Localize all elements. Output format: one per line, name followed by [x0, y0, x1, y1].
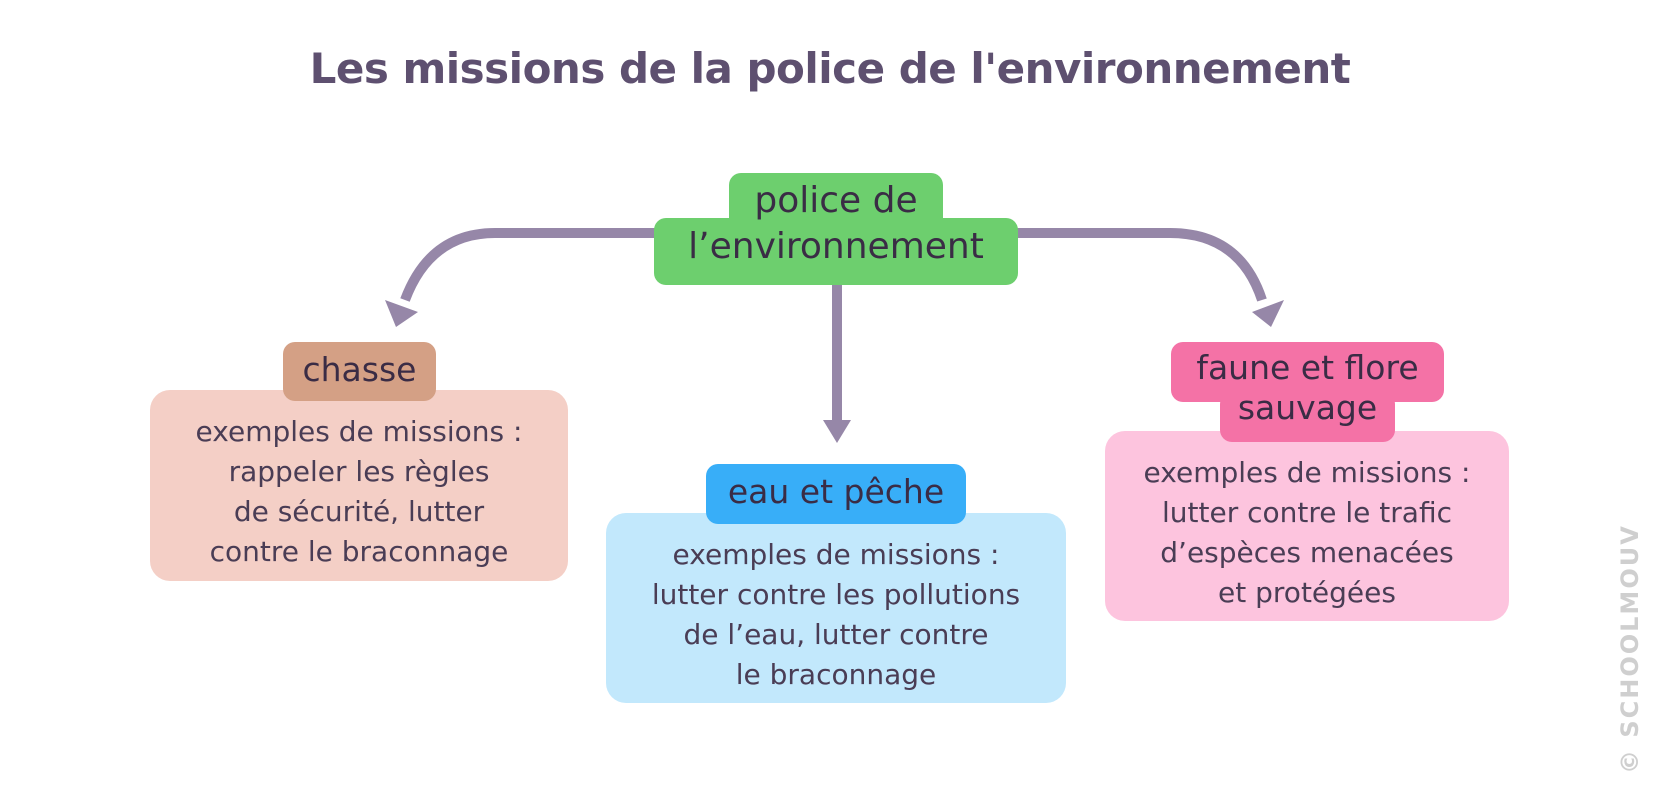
branch-faune-line: exemples de missions : [1143, 456, 1471, 489]
arrowhead-down-icon [823, 420, 851, 443]
branch-eau-line: le braconnage [735, 658, 937, 691]
branch-tag-faune-line1: faune et flore [1196, 348, 1419, 387]
arrowhead-right-icon [1252, 300, 1284, 327]
diagram-title: Les missions de la police de l'environne… [309, 44, 1351, 93]
branch-chasse-line: rappeler les règles [228, 455, 490, 488]
branch-tag-faune-line2: sauvage [1237, 388, 1378, 427]
arrow-to-chasse [400, 228, 660, 302]
branch-chasse-line: contre le braconnage [209, 535, 509, 568]
branch-tag-eau-peche: eau et pêche [706, 464, 966, 524]
arrowhead-left-icon [385, 300, 418, 327]
branch-eau-line: exemples de missions : [672, 538, 1000, 571]
schoolmouv-watermark: © SCHOOLMOUV [1610, 524, 1650, 780]
central-node-line1: police de [754, 180, 918, 221]
branch-eau-line: lutter contre les pollutions [651, 578, 1021, 611]
branch-tag-faune-flore: faune et flore sauvage [1171, 342, 1444, 442]
central-node: police de l’environnement [654, 173, 1018, 285]
branch-tag-eau-peche-label: eau et pêche [727, 472, 945, 511]
branch-chasse-line: de sécurité, lutter [233, 495, 485, 528]
branch-tag-chasse: chasse [283, 342, 436, 401]
branch-box-chasse: exemples de missions : rappeler les règl… [150, 390, 568, 581]
central-node-line2: l’environnement [688, 226, 984, 267]
branch-faune-line: et protégées [1218, 576, 1396, 609]
branch-eau-line: de l’eau, lutter contre [683, 618, 989, 651]
branch-tag-chasse-label: chasse [302, 350, 417, 389]
branch-faune-line: d’espèces menacées [1160, 536, 1454, 569]
branch-box-eau-peche: exemples de missions : lutter contre les… [606, 513, 1066, 703]
branch-box-faune-flore: exemples de missions : lutter contre le … [1105, 431, 1509, 621]
watermark-text: © SCHOOLMOUV [1616, 524, 1644, 774]
branch-faune-line: lutter contre le trafic [1162, 496, 1452, 529]
branch-chasse-line: exemples de missions : [195, 415, 523, 448]
arrow-to-faune [1012, 228, 1267, 302]
